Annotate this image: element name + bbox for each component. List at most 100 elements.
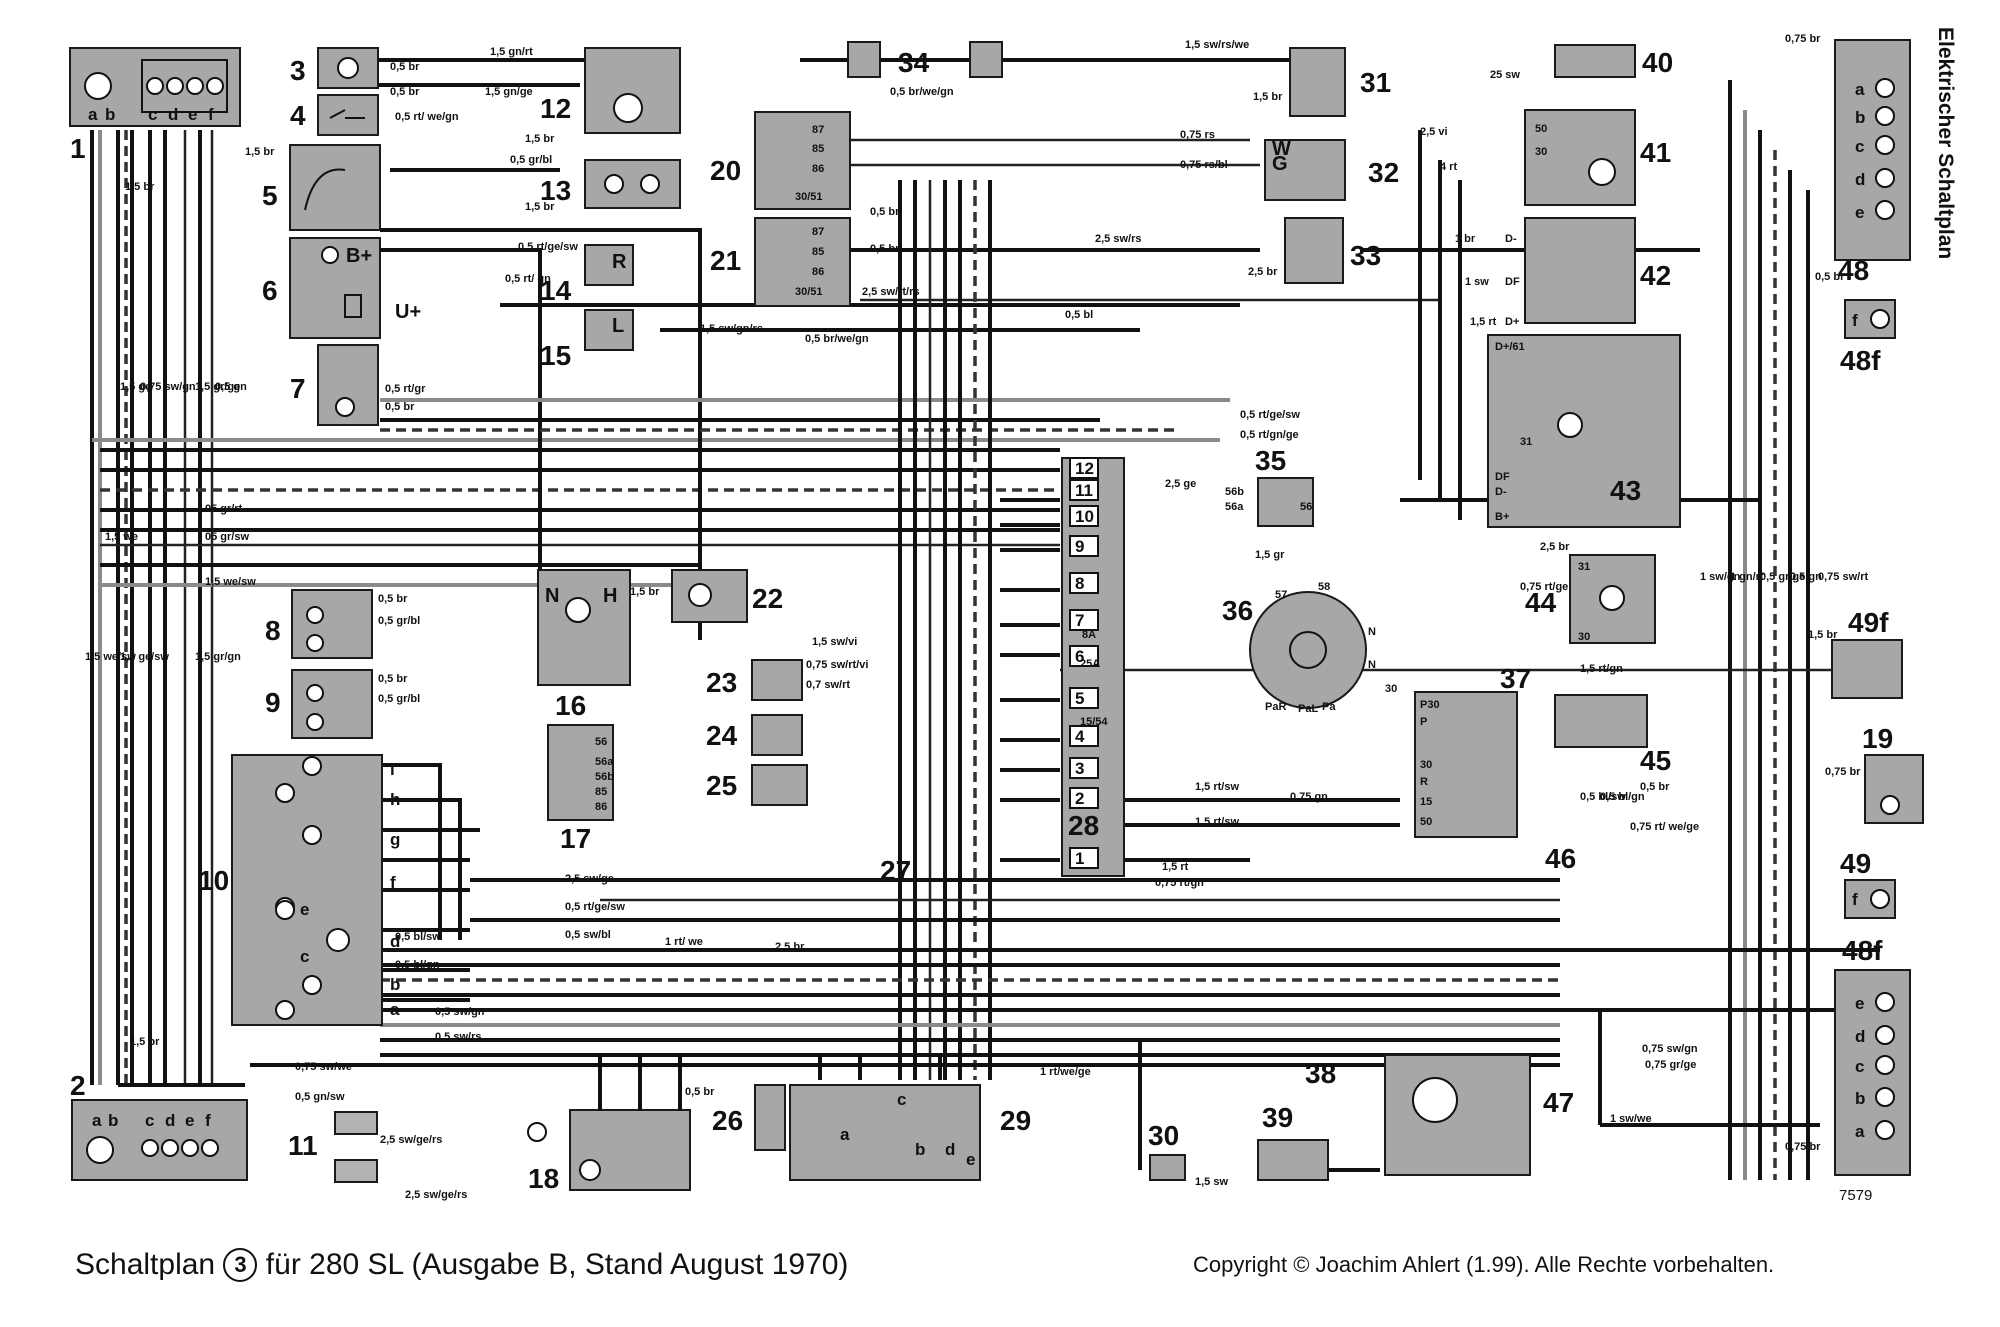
- side-title-text: Elektrischer Schaltplan: [1934, 27, 1957, 260]
- svg-text:D-: D-: [1505, 233, 1517, 245]
- pin-e: e: [188, 105, 197, 124]
- caption-suffix: für 280 SL (Ausgabe B, Stand August 1970…: [265, 1248, 849, 1281]
- component-47-connector: 47: [1384, 1054, 1574, 1176]
- svg-text:48f: 48f: [1842, 935, 1883, 966]
- pin-b: b: [108, 1111, 118, 1130]
- component-49f-lamp: f 49: [1840, 848, 1896, 919]
- svg-text:56b: 56b: [595, 771, 614, 783]
- svg-text:1,5 rt/sw: 1,5 rt/sw: [1195, 816, 1239, 828]
- svg-text:0,5 br: 0,5 br: [870, 243, 900, 255]
- svg-text:1,5 gr/gn: 1,5 gr/gn: [195, 651, 241, 663]
- svg-text:0,75 sw/rt: 0,75 sw/rt: [1818, 571, 1868, 583]
- svg-text:21: 21: [710, 245, 741, 276]
- component-43-alternator: D+/61 DF D- B+ 31 43: [1487, 334, 1681, 528]
- component-48-lamp-cluster: a b c d e 48 0,75 br 0,5 br: [1785, 33, 1911, 286]
- pin-d: d: [165, 1111, 175, 1130]
- component-15-switch: L 15: [540, 309, 634, 371]
- svg-text:19: 19: [1862, 723, 1893, 754]
- svg-text:0,75 rt/ we/ge: 0,75 rt/ we/ge: [1630, 821, 1699, 833]
- svg-text:0,5 rt/ gn: 0,5 rt/ gn: [505, 273, 551, 285]
- svg-text:39: 39: [1262, 1102, 1293, 1133]
- svg-text:2,5 sw/ge: 2,5 sw/ge: [565, 873, 614, 885]
- svg-text:56: 56: [595, 736, 607, 748]
- svg-text:1 rt/ we: 1 rt/ we: [665, 936, 703, 948]
- svg-text:2,5 vi: 2,5 vi: [1420, 126, 1448, 138]
- component-7-switch-lamp: 7 0,5 rt/gr 0,5 br: [290, 344, 426, 426]
- svg-text:h: h: [390, 790, 400, 809]
- svg-text:c: c: [1855, 1057, 1864, 1076]
- component-31-sensor: 31 1,5 br 1,5 sw/rs/we: [1185, 39, 1391, 117]
- fuse-number: 7: [1075, 611, 1084, 630]
- svg-text:0,5 br: 0,5 br: [1640, 781, 1670, 793]
- svg-text:32: 32: [1368, 157, 1399, 188]
- svg-text:0,5 gn/sw: 0,5 gn/sw: [295, 1091, 345, 1103]
- svg-text:0,75 br: 0,75 br: [1785, 33, 1821, 45]
- svg-text:30: 30: [1535, 146, 1547, 158]
- fuse-number: 4: [1075, 727, 1085, 746]
- svg-text:0,5 bl/sw: 0,5 bl/sw: [1580, 791, 1626, 803]
- svg-text:86: 86: [595, 801, 607, 813]
- svg-text:1,5 rt/sw: 1,5 rt/sw: [1195, 781, 1239, 793]
- svg-text:f: f: [1852, 890, 1858, 909]
- component-45-switch: 45 0,5 br: [1554, 694, 1671, 793]
- component-21-relay: 87 85 86 30/51 21 0,5 br: [710, 217, 900, 307]
- svg-text:45: 45: [1640, 745, 1671, 776]
- svg-text:30/51: 30/51: [795, 191, 823, 203]
- fuse-number: 8: [1075, 574, 1084, 593]
- svg-text:17: 17: [560, 823, 591, 854]
- svg-text:20: 20: [710, 155, 741, 186]
- svg-text:R: R: [612, 251, 627, 273]
- pin-a: a: [88, 105, 98, 124]
- svg-text:e: e: [300, 900, 309, 919]
- svg-text:D-: D-: [1495, 486, 1507, 498]
- svg-text:1,5 rt: 1,5 rt: [1470, 316, 1497, 328]
- svg-text:0,5 gr/bl: 0,5 gr/bl: [378, 693, 420, 705]
- fuse-slot: [1069, 847, 1099, 869]
- component-27-connector: 27: [880, 855, 911, 886]
- svg-text:d: d: [1855, 1027, 1865, 1046]
- svg-text:12: 12: [540, 93, 571, 124]
- svg-text:13: 13: [540, 175, 571, 206]
- svg-text:42: 42: [1640, 260, 1671, 291]
- pin-a: a: [92, 1111, 102, 1130]
- svg-text:a: a: [390, 1000, 400, 1019]
- pin-c: c: [145, 1111, 154, 1130]
- component-38-connector: 38: [1305, 1058, 1336, 1089]
- svg-text:e: e: [1855, 994, 1864, 1013]
- pin-e: e: [185, 1111, 194, 1130]
- svg-text:0,75 sw/we: 0,75 sw/we: [295, 1061, 352, 1073]
- svg-text:0,5 rt/ge/sw: 0,5 rt/ge/sw: [1240, 409, 1300, 421]
- component-33-sensor: 33 2,5 br 2,5 sw/rs: [1095, 217, 1381, 284]
- svg-text:30: 30: [1578, 631, 1590, 643]
- component-37-starter-switch: P30 P 30 R 15 50 37: [1414, 663, 1531, 838]
- svg-text:1 br: 1 br: [1455, 233, 1476, 245]
- svg-text:11: 11: [288, 1130, 318, 1161]
- fuse-slot: [1069, 645, 1099, 667]
- component-35-switch: 56b 56a 56 35 2,5 ge: [1165, 445, 1314, 527]
- svg-text:d: d: [1855, 170, 1865, 189]
- svg-text:0,75 br: 0,75 br: [1825, 766, 1861, 778]
- svg-text:i: i: [390, 760, 395, 779]
- svg-text:b: b: [1855, 108, 1865, 127]
- component-11-horns: 11 2,5 sw/ge/rs: [288, 1111, 442, 1183]
- svg-text:1,5 sw/rs/we: 1,5 sw/rs/we: [1185, 39, 1249, 51]
- svg-text:1,5 gn/ge: 1,5 gn/ge: [485, 86, 533, 98]
- component-41-starter: 50 30 41 2,5 vi 4 rt: [1420, 109, 1671, 206]
- svg-text:48f: 48f: [1840, 345, 1881, 376]
- svg-text:1,5 gr: 1,5 gr: [1255, 549, 1285, 561]
- svg-text:1,5 br: 1,5 br: [125, 181, 155, 193]
- svg-text:2,5 sw/rs: 2,5 sw/rs: [1095, 233, 1141, 245]
- fuse-slot: [1069, 787, 1099, 809]
- fuse-slot: [1069, 572, 1099, 594]
- svg-text:b: b: [1855, 1089, 1865, 1108]
- svg-text:1,5 sw: 1,5 sw: [1195, 1176, 1228, 1188]
- svg-text:0,5 br: 0,5 br: [685, 1086, 715, 1098]
- svg-text:N: N: [1368, 626, 1376, 638]
- svg-text:85: 85: [595, 786, 607, 798]
- diagram-caption: Schaltplan 3 für 280 SL (Ausgabe B, Stan…: [75, 1248, 848, 1282]
- svg-text:8A: 8A: [1082, 629, 1096, 641]
- svg-text:Pa: Pa: [1322, 701, 1336, 713]
- svg-text:1,5 gn/rt: 1,5 gn/rt: [490, 46, 533, 58]
- fuse-slot: [1069, 479, 1099, 501]
